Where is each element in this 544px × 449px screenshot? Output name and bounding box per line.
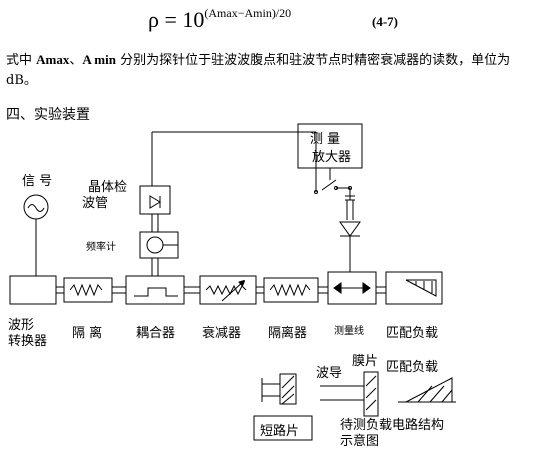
inset-load-wedge-icon (405, 377, 453, 403)
isolator-1-box (63, 277, 113, 303)
label-inset-load: 匹配负载 (386, 360, 439, 375)
measline-box (327, 271, 377, 305)
label-matched-load: 匹配负载 (386, 326, 439, 341)
para-sep: 、 (69, 53, 83, 68)
para-amin: A min (82, 52, 116, 67)
caption-line-1: 待测负载电路结构 (340, 418, 445, 433)
formula-exponent: (Amax−Amin)/20 (204, 6, 292, 20)
switch-icon (321, 179, 337, 191)
formula-lhs: ρ = 10 (148, 7, 205, 32)
label-attenuator: 衰减器 (202, 326, 242, 341)
label-film: 膜片 (352, 354, 379, 369)
label-amplifier-1: 测 量 (310, 132, 341, 147)
label-short-plate: 短路片 (260, 424, 300, 439)
attenuator-icon (205, 284, 247, 296)
label-waveguide: 波导 (316, 366, 343, 381)
film-icon (363, 371, 379, 417)
resistor-icon (69, 283, 103, 297)
label-isolator-2: 隔离器 (268, 326, 308, 341)
coupler-icon (134, 287, 178, 297)
equation-number: (4-7) (372, 14, 398, 29)
label-measline: 测量线 (334, 326, 364, 337)
load-wedge-icon (405, 279, 437, 297)
caption-line-2: 示意图 (340, 434, 380, 449)
para-text-post: 分别为探针位于驻波波腹点和驻波节点时精密衰减器的读数，单位为 dB。 (6, 53, 511, 88)
label-signal: 信 号 (22, 174, 53, 189)
para-text-pre: 式中 (6, 53, 37, 68)
probe-diode-icon (339, 221, 361, 237)
sine-wave-icon (27, 204, 45, 212)
para-amax: Amax (36, 52, 70, 67)
label-coupler: 耦合器 (136, 326, 176, 341)
label-isolator-1: 隔 离 (72, 326, 103, 341)
label-frequency-meter: 频率计 (86, 242, 116, 253)
signal-source-icon (23, 194, 49, 220)
label-detector-1: 晶体检 (88, 180, 128, 195)
section-title: 四、实验装置 (6, 107, 90, 123)
formula: ρ = 10(Amax−Amin)/20 (148, 6, 291, 33)
isolator-2-box (263, 277, 319, 303)
label-detector-2: 波管 (82, 196, 109, 211)
matched-load-box (385, 271, 443, 305)
label-converter-2: 转换器 (8, 334, 48, 349)
attenuator-box (199, 275, 257, 305)
coupler-box (125, 275, 185, 305)
short-label-box (253, 415, 313, 441)
diode-icon (149, 195, 161, 209)
body-paragraph: 式中 Amax、A min 分别为探针位于驻波波腹点和驻波节点时精密衰减器的读数… (6, 50, 540, 91)
label-converter-1: 波形 (8, 318, 35, 333)
resistor-icon-2 (269, 283, 311, 297)
label-amplifier-2: 放大器 (312, 150, 352, 165)
detector-box (139, 185, 171, 215)
short-plate-icon (279, 373, 297, 405)
converter-box (9, 275, 57, 305)
